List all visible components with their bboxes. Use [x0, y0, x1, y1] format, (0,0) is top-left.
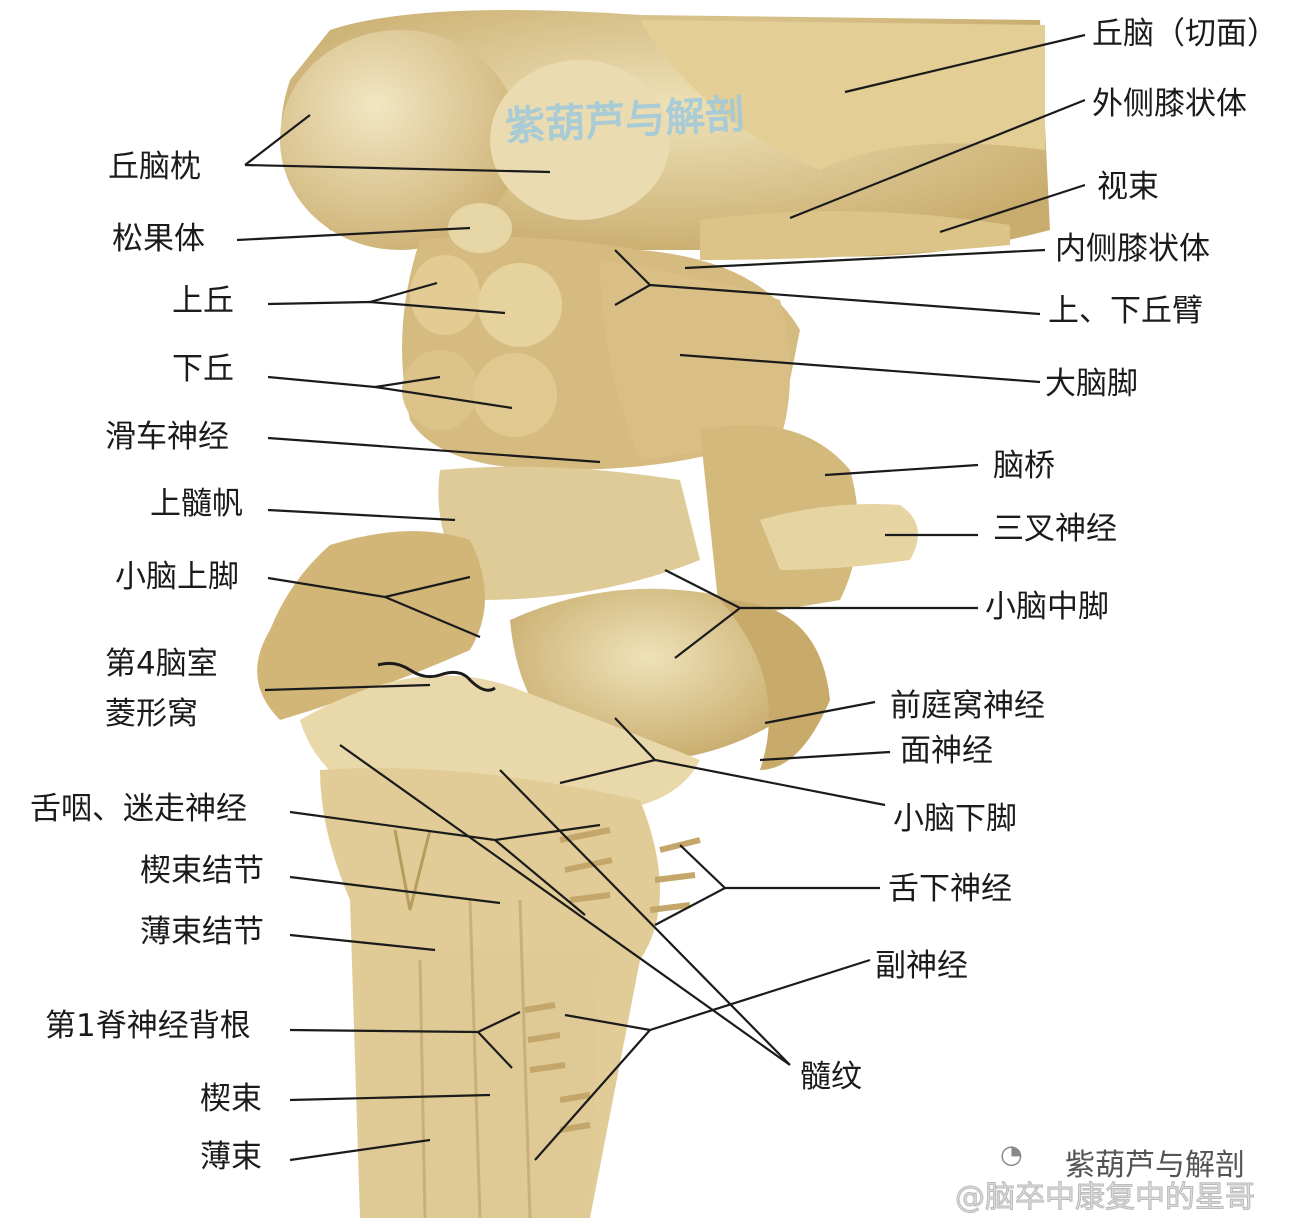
- label-superior-medullary-velum: 上髓帆: [150, 486, 243, 522]
- label-lateral-geniculate: 外侧膝状体: [1092, 86, 1247, 122]
- label-gracile-fasciculus: 薄束: [200, 1139, 262, 1175]
- superior-medullary-velum: [438, 466, 700, 600]
- label-pineal-body: 松果体: [112, 221, 205, 257]
- label-cerebral-peduncle: 大脑脚: [1045, 366, 1138, 402]
- label-c1-dorsal-root: 第1脊神经背根: [45, 1008, 251, 1044]
- watermark-handle: @脑卒中康复中的星哥: [955, 1180, 1256, 1216]
- label-inferior-cerebellar-peduncle: 小脑下脚: [893, 801, 1017, 837]
- leader-lines: [236, 33, 1086, 1162]
- label-optic-tract: 视束: [1097, 169, 1159, 205]
- cerebral-peduncle: [600, 260, 790, 460]
- label-superior-cerebellar-peduncle: 小脑上脚: [115, 559, 239, 595]
- watermark-brand: 紫葫芦与解剖: [1065, 1148, 1245, 1183]
- label-vestibulocochlear-nerve: 前庭窝神经: [890, 688, 1045, 724]
- label-pons: 脑桥: [993, 448, 1055, 484]
- label-facial-nerve: 面神经: [900, 733, 993, 769]
- label-thalamus-section: 丘脑（切面）: [1092, 16, 1278, 52]
- weibo-icon: ◔: [1000, 1140, 1023, 1170]
- label-fourth-ventricle: 第4脑室: [105, 646, 218, 682]
- label-cuneate-tubercle: 楔束结节: [140, 853, 264, 889]
- label-trochlear-nerve: 滑车神经: [105, 419, 229, 455]
- label-glossopharyngeal-vagus: 舌咽、迷走神经: [30, 791, 247, 827]
- label-superior-colliculus: 上丘: [172, 283, 234, 319]
- label-colliculus-brachia: 上、下丘臂: [1048, 293, 1203, 329]
- label-hypoglossal-nerve: 舌下神经: [888, 871, 1012, 907]
- label-medial-geniculate: 内侧膝状体: [1055, 231, 1210, 267]
- label-accessory-nerve: 副神经: [875, 948, 968, 984]
- label-striae-medullares: 髓纹: [800, 1059, 862, 1095]
- label-rhomboid-fossa: 菱形窝: [105, 696, 198, 732]
- label-inferior-colliculus: 下丘: [172, 351, 234, 387]
- thalamus-cut-surface: [640, 20, 1045, 170]
- cerebellum-cut-left: [257, 531, 485, 720]
- trigeminal-nerve: [760, 504, 918, 570]
- label-pulvinar: 丘脑枕: [108, 149, 201, 185]
- label-middle-cerebellar-peduncle: 小脑中脚: [985, 589, 1109, 625]
- label-trigeminal-nerve: 三叉神经: [993, 511, 1117, 547]
- label-cuneate-fasciculus: 楔束: [200, 1081, 262, 1117]
- optic-tract: [700, 211, 1010, 260]
- label-gracile-tubercle: 薄束结节: [140, 914, 264, 950]
